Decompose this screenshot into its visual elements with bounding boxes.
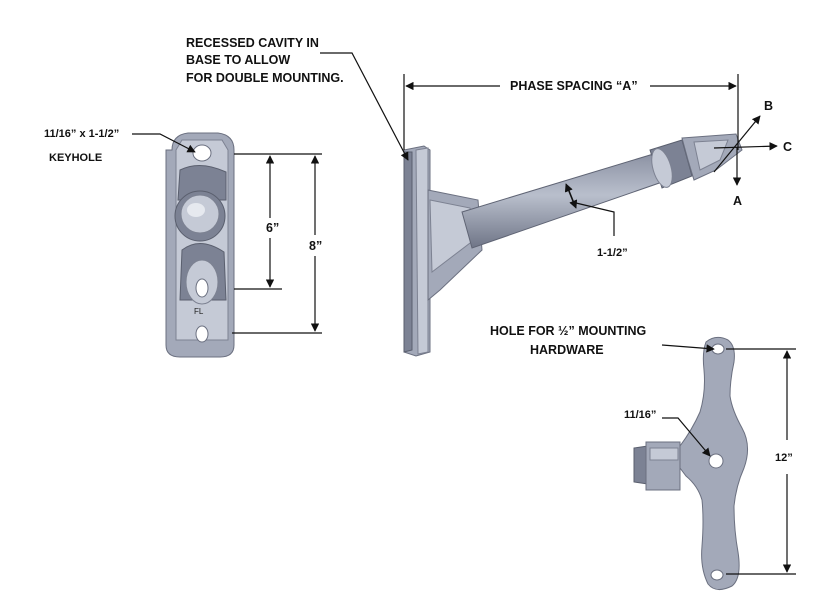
keyhole-label-line1: 11/16” x 1-1/2” <box>44 128 119 140</box>
upper-bolt-hole <box>195 278 209 298</box>
phase-spacing-label: PHASE SPACING “A” <box>510 79 638 93</box>
side-view-bracket <box>403 133 743 357</box>
bottom-mounting-hole <box>710 569 724 581</box>
tube-dia-label: 1-1/2” <box>597 247 628 259</box>
lower-bolt-hole <box>195 325 209 343</box>
dim-11-16-label: 11/16” <box>624 409 656 421</box>
axis-b-arrow <box>713 115 761 173</box>
hole-leader <box>661 344 715 353</box>
axis-a-label: A <box>733 194 742 208</box>
dim12-label: 12” <box>775 452 793 464</box>
tube-dia-leader <box>575 202 615 236</box>
recessed-leader <box>320 52 409 161</box>
keyhole-top <box>192 144 212 162</box>
tube-dia-arrow-down <box>567 187 578 209</box>
dim-11-16-leader <box>662 417 711 457</box>
hole-label-line2: HARDWARE <box>530 343 604 357</box>
front-view-base: FL <box>165 132 235 358</box>
recessed-label-line1: RECESSED CAVITY IN <box>186 36 319 50</box>
recessed-label-line2: BASE TO ALLOW <box>186 53 290 67</box>
centerline-mark: FL <box>194 307 204 316</box>
axis-c-arrow <box>713 142 778 151</box>
recessed-label-line3: FOR DOUBLE MOUNTING. <box>186 71 344 85</box>
keyhole-leader <box>132 133 196 153</box>
axis-b-label: B <box>764 99 773 113</box>
hole-label-line1: HOLE FOR ½” MOUNTING <box>490 324 646 338</box>
keyhole-label-line2: KEYHOLE <box>49 152 102 164</box>
dim6-label: 6” <box>266 221 279 235</box>
center-hole <box>708 453 724 469</box>
dim8-label: 8” <box>309 239 322 253</box>
axis-c-label: C <box>783 140 792 154</box>
top-view-bracket <box>633 336 748 590</box>
